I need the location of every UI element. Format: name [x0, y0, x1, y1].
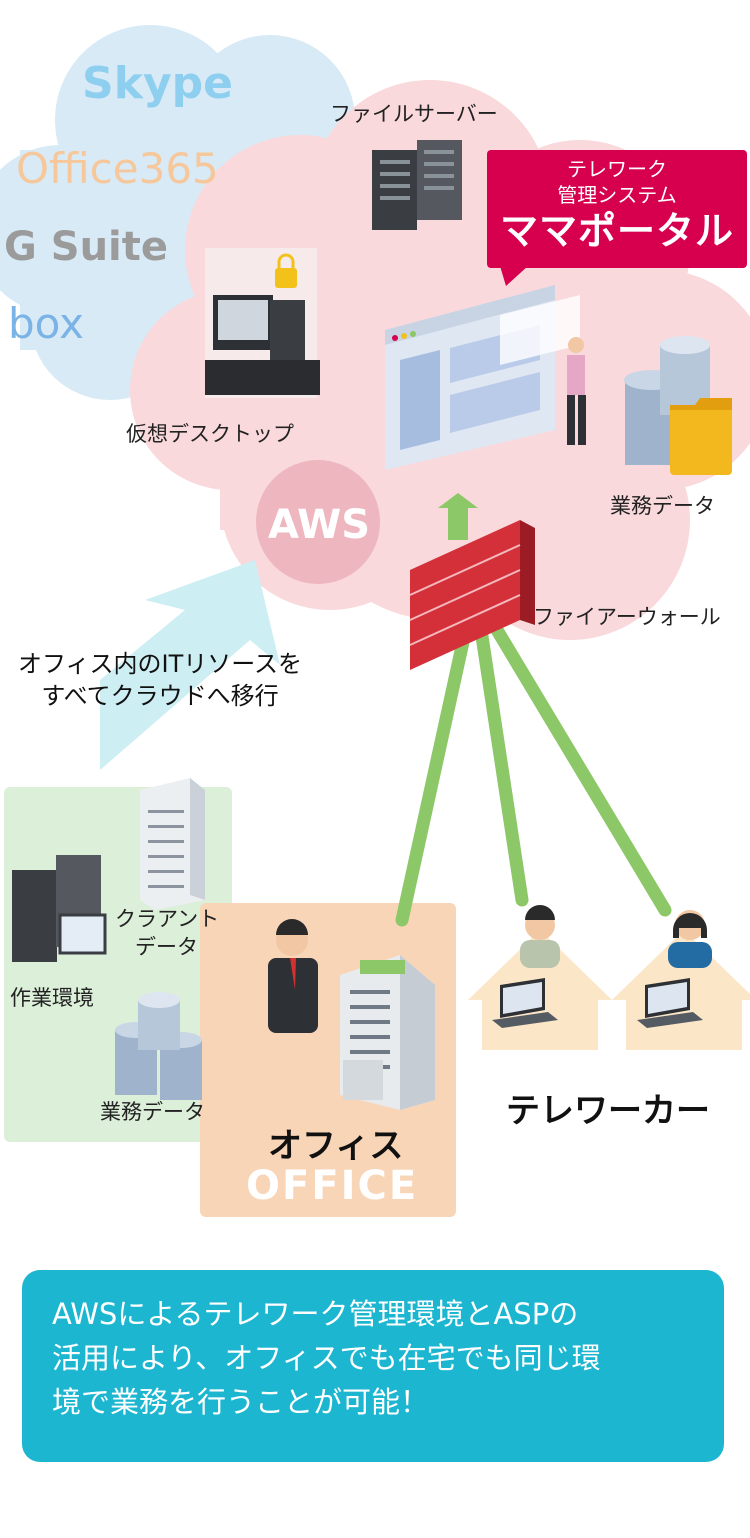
office-building-graphic — [340, 955, 435, 1110]
mama-portal-bubble: テレワーク 管理システム ママポータル — [487, 150, 747, 268]
firewall-up-arrow — [438, 493, 478, 540]
bubble-title: ママポータル — [499, 209, 734, 253]
migration-arrow — [100, 560, 280, 770]
firewall-label: ファイアーウォール — [533, 605, 721, 629]
connection-lines — [395, 603, 672, 927]
office-jp-label: オフィス — [268, 1126, 404, 1166]
aws-label: AWS — [268, 502, 371, 548]
aws-glow — [256, 460, 380, 584]
work-env-label: 作業環境 — [10, 986, 94, 1010]
bubble-tail — [500, 266, 528, 286]
virtual-desktop-label: 仮想デスクトップ — [126, 422, 294, 446]
migration-text: オフィス内のITリソースを すべてクラウドへ移行 — [0, 648, 320, 712]
office-en-label: OFFICE — [246, 1163, 419, 1209]
migration-line2: すべてクラウドへ移行 — [41, 682, 279, 710]
summary-box: AWSによるテレワーク管理環境とASPの 活用により、オフィスでも在宅でも同じ環… — [22, 1270, 724, 1462]
bubble-line1: テレワーク — [567, 157, 667, 181]
office-person-graphic — [268, 919, 318, 1033]
portal-window-graphic — [385, 285, 586, 470]
firewall-wall — [409, 520, 535, 670]
teleworker-house-2 — [612, 910, 750, 1050]
bubble-line2: 管理システム — [557, 183, 677, 207]
migration-line1: オフィス内のITリソースを — [17, 650, 303, 678]
summary-line3: 境で業務を行うことが可能！ — [52, 1385, 430, 1419]
old-servers-graphic — [12, 855, 107, 962]
box-label: box — [8, 299, 84, 348]
client-data-label: クラアント データ — [115, 907, 220, 959]
business-data-office-label: 業務データ — [100, 1100, 205, 1124]
old-building-graphic — [140, 778, 205, 910]
virtual-desktop-graphic — [205, 248, 320, 398]
file-server-label: ファイルサーバー — [330, 102, 498, 126]
summary-line2: 活用により、オフィスでも在宅でも同じ環 — [52, 1341, 601, 1375]
teleworker-label: テレワーカー — [506, 1091, 710, 1131]
gsuite-label: G Suite — [4, 224, 169, 270]
old-database-graphic — [115, 992, 202, 1100]
business-data-cloud-label: 業務データ — [610, 494, 715, 518]
office365-label: Office365 — [16, 144, 219, 193]
file-server-graphic — [372, 140, 462, 230]
teleworker-house-1 — [468, 905, 612, 1050]
skype-label: Skype — [82, 58, 233, 109]
cloud-database-graphic — [624, 336, 732, 475]
summary-line1: AWSによるテレワーク管理環境とASPの — [52, 1297, 579, 1331]
